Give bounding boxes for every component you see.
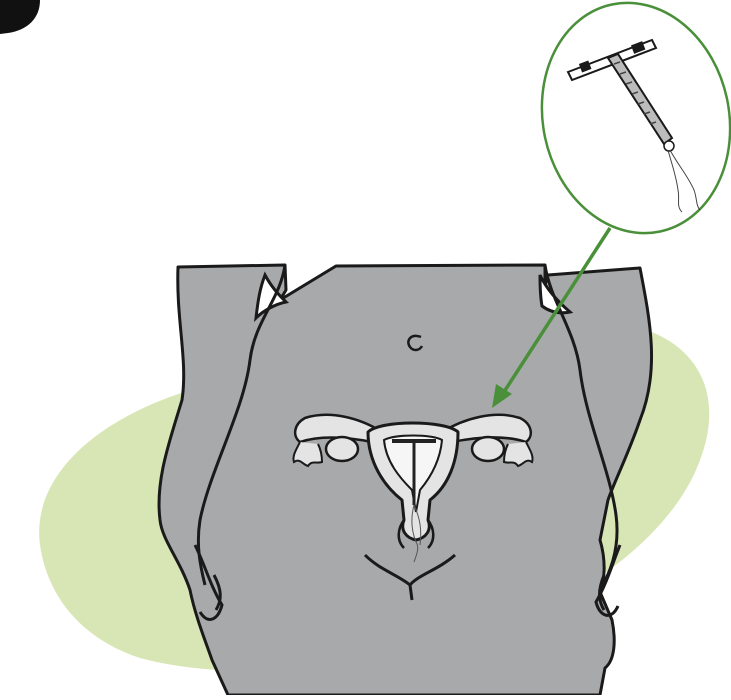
left-ovary bbox=[326, 437, 358, 461]
right-ovary bbox=[472, 437, 504, 461]
iud-device-knot bbox=[664, 141, 674, 151]
